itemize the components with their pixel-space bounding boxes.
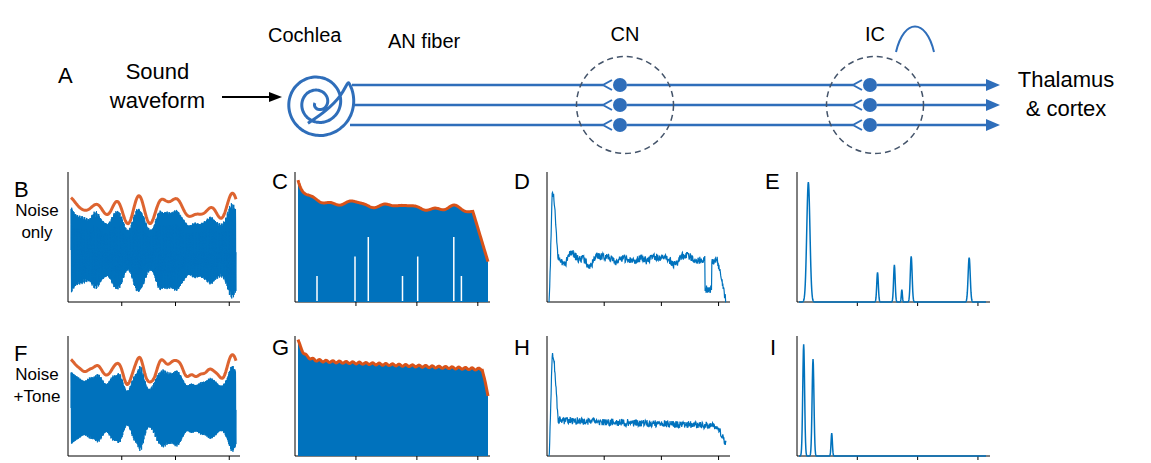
- cn-axon: [627, 84, 671, 87]
- axis-tick: [355, 302, 356, 306]
- nucleus-circle: IC: [825, 55, 925, 155]
- axis-tick: [175, 302, 176, 306]
- axis-tick: [661, 456, 662, 460]
- envelope: [298, 180, 488, 262]
- envelope: [71, 193, 236, 223]
- an-fiber: [350, 124, 603, 127]
- axis-tick: [416, 456, 417, 460]
- panel-label: A: [58, 62, 73, 91]
- firing-rate-area: [298, 340, 488, 456]
- dashed-circle: [577, 57, 674, 154]
- gap: [453, 237, 455, 301]
- axis: [295, 172, 490, 302]
- text-label: Sound waveform: [95, 58, 220, 115]
- an-fiber: [352, 84, 603, 87]
- panel-label: F: [14, 340, 27, 369]
- axon-connector: [675, 104, 825, 107]
- text-label: Thalamus & cortex: [1010, 66, 1122, 123]
- cn-axon: [825, 104, 853, 107]
- axis: [295, 336, 490, 456]
- axon-connector: [671, 84, 829, 87]
- ic-neuron: [863, 98, 877, 112]
- gap: [354, 257, 356, 302]
- arrowhead: [986, 99, 1000, 111]
- axis-tick: [229, 456, 230, 460]
- cn-neuron: [613, 98, 627, 112]
- gap: [417, 257, 419, 302]
- axis-tick: [121, 456, 122, 460]
- axis-tick: [355, 456, 356, 460]
- gap: [461, 276, 463, 301]
- text-label: Noise only: [8, 200, 66, 244]
- axis-tick: [121, 302, 122, 306]
- cn-axon: [627, 124, 671, 127]
- tuning-curve-icon: [896, 27, 934, 53]
- nucleus-label: CN: [611, 23, 640, 46]
- ic-response: [799, 344, 986, 456]
- ic-response: [799, 182, 986, 302]
- panel-label: Cochlea: [268, 22, 341, 48]
- envelope: [71, 355, 236, 385]
- axis: [547, 172, 730, 302]
- input-arrow: [222, 96, 270, 98]
- synapse-fork: [853, 80, 862, 130]
- axis: [68, 172, 240, 302]
- ic-neuron: [863, 78, 877, 92]
- ic-axon: [877, 104, 988, 107]
- response-panels: [68, 172, 990, 460]
- firing-rate-area: [298, 180, 488, 302]
- nucleus-label: IC: [865, 23, 885, 46]
- cn-response: [549, 193, 726, 302]
- panel-label: D: [514, 168, 530, 197]
- axis-tick: [604, 302, 605, 306]
- arrowhead: [986, 79, 1000, 91]
- axis: [547, 336, 730, 456]
- panel-label: I: [770, 334, 776, 363]
- ic-neuron: [863, 118, 877, 132]
- axis-tick: [718, 456, 719, 460]
- text-label: Noise +Tone: [8, 364, 66, 408]
- axis-tick: [661, 302, 662, 306]
- nucleus-outline: [825, 55, 925, 155]
- panel-label: C: [272, 168, 288, 197]
- gap: [402, 276, 404, 301]
- panel-label: G: [272, 334, 289, 363]
- axis-tick: [229, 302, 230, 306]
- dashed-circle: [827, 57, 924, 154]
- synapse-fork: [603, 80, 612, 130]
- axis-tick: [175, 456, 176, 460]
- axis: [797, 172, 990, 302]
- panel-label: AN fiber: [388, 28, 460, 54]
- axis-tick: [477, 302, 478, 306]
- panel-label: H: [514, 334, 530, 363]
- cochlea-spiral-path: [289, 77, 354, 135]
- cochlea-spiral: [289, 77, 354, 135]
- panel-label: E: [765, 168, 780, 197]
- envelope: [298, 340, 488, 396]
- cn-neuron: [613, 78, 627, 92]
- input-arrowhead: [269, 92, 282, 102]
- nucleus-circle: CN: [575, 55, 675, 155]
- axis-tick: [718, 302, 719, 306]
- arrowhead: [986, 119, 1000, 131]
- ic-axon: [877, 84, 988, 87]
- cn-axon: [627, 104, 675, 107]
- axis-tick: [477, 456, 478, 460]
- gap: [316, 276, 318, 301]
- axis-tick: [604, 456, 605, 460]
- axis: [68, 336, 240, 456]
- gap: [368, 237, 370, 301]
- nucleus-outline: [575, 55, 675, 155]
- ic-axon: [877, 124, 988, 127]
- cn-axon: [829, 84, 853, 87]
- axis: [797, 336, 990, 456]
- axis-tick: [416, 302, 417, 306]
- an-fiber: [354, 104, 603, 107]
- cn-response: [549, 353, 726, 456]
- cn-neuron: [613, 118, 627, 132]
- axon-connector: [671, 124, 829, 127]
- cn-axon: [829, 124, 853, 127]
- panel-label: B: [14, 176, 29, 205]
